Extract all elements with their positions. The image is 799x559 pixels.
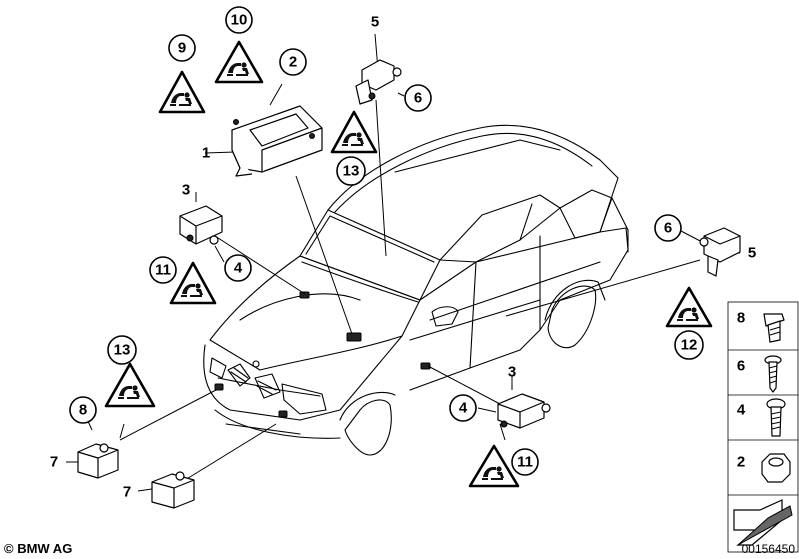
legend-number-4: 4 [737, 402, 746, 419]
svg-text:2: 2 [289, 54, 297, 71]
front-left-sensor [179, 205, 223, 245]
callout-6-top: 6 [404, 84, 432, 112]
svg-text:1: 1 [202, 145, 210, 162]
callout-4-left: 4 [224, 254, 252, 282]
callout-3-bottom: 3 [508, 364, 516, 381]
warning-triangle-9 [158, 70, 206, 114]
warning-triangle-12 [665, 286, 713, 328]
self-tapping-screw-icon [764, 355, 782, 393]
callout-11-bottom: 11 [511, 448, 539, 476]
svg-text:13: 13 [343, 163, 360, 180]
callout-4-bottom: 4 [449, 394, 477, 422]
collar-bolt-icon [763, 313, 785, 343]
callout-11-left: 11 [149, 256, 177, 284]
warning-triangle-13-top [330, 110, 378, 154]
callout-9: 9 [168, 34, 196, 62]
copyright-label: © BMW AG [4, 541, 73, 556]
callout-5-right: 5 [748, 245, 756, 262]
callout-7-left: 7 [50, 454, 58, 471]
svg-text:4: 4 [234, 260, 243, 277]
leader-lines [66, 33, 741, 492]
callout-2: 2 [279, 48, 307, 76]
svg-text:9: 9 [178, 40, 186, 57]
svg-text:11: 11 [155, 262, 171, 279]
callout-1: 1 [202, 145, 210, 162]
svg-text:4: 4 [459, 400, 468, 417]
callout-5-top: 5 [371, 14, 379, 31]
warning-triangle-11-left [169, 261, 217, 305]
airbag-control-unit [231, 105, 323, 177]
warning-triangle-11-bottom [468, 444, 520, 488]
hex-nut-icon [761, 453, 791, 483]
upper-side-sensor [355, 59, 402, 105]
diagram-number: 00156450 [741, 542, 795, 556]
legend-number-2: 2 [737, 454, 745, 471]
warning-triangle-10 [214, 40, 264, 84]
car-mounted-sensors [214, 291, 431, 418]
callout-8-left: 8 [69, 396, 97, 424]
svg-text:12: 12 [681, 337, 698, 354]
svg-text:8: 8 [79, 402, 87, 419]
front-crash-sensor-1 [77, 443, 119, 479]
svg-text:3: 3 [508, 364, 516, 381]
callout-3-left: 3 [182, 182, 190, 199]
svg-text:6: 6 [664, 220, 672, 237]
svg-text:5: 5 [371, 14, 379, 31]
svg-text:7: 7 [123, 484, 131, 501]
svg-text:7: 7 [50, 454, 58, 471]
callout-13-top: 13 [336, 156, 366, 186]
callout-10: 10 [225, 6, 253, 34]
hardware-legend: 8 6 4 2 [727, 301, 799, 553]
svg-text:3: 3 [182, 182, 190, 199]
svg-text:11: 11 [517, 454, 533, 471]
direction-arrow-icon [733, 499, 793, 546]
svg-text:6: 6 [414, 90, 422, 107]
callout-7-bottom: 7 [123, 484, 131, 501]
right-side-sensor [699, 227, 741, 277]
svg-text:5: 5 [748, 245, 756, 262]
callout-13-left: 13 [107, 335, 137, 365]
callout-6-right: 6 [654, 214, 682, 242]
door-sensor [497, 393, 551, 429]
svg-text:13: 13 [114, 342, 131, 359]
warning-triangle-13-left [104, 362, 156, 408]
front-crash-sensor-2 [151, 471, 195, 509]
hex-bolt-icon [766, 398, 786, 437]
legend-number-8: 8 [737, 310, 745, 327]
legend-number-6: 6 [737, 358, 745, 375]
vehicle-outline [203, 124, 629, 456]
svg-text:10: 10 [231, 12, 248, 29]
callout-12: 12 [674, 330, 704, 360]
